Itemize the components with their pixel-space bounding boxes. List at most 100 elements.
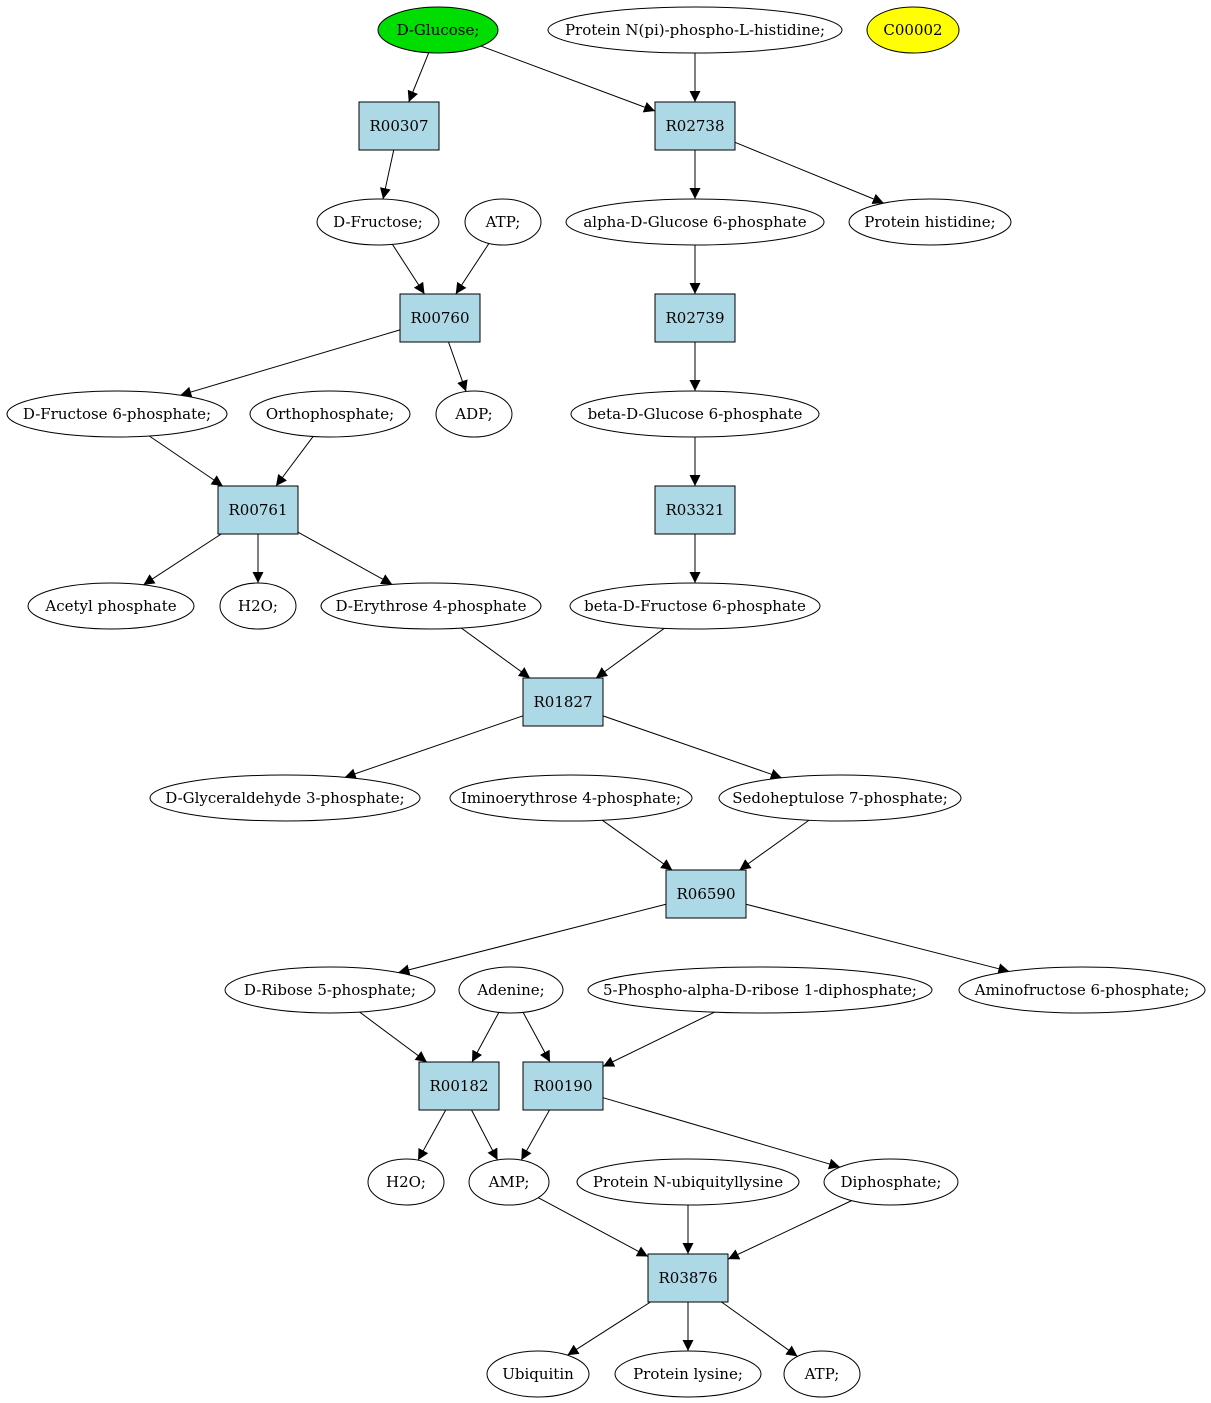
- compound-ellipse: [718, 774, 962, 822]
- reaction-node-r00760[interactable]: R00760: [399, 293, 481, 343]
- compound-label: AMP;: [488, 1173, 530, 1191]
- compound-node-h2o2[interactable]: H2O;: [367, 1158, 445, 1206]
- edge-c-dip-to-r-03876: [727, 1200, 852, 1260]
- reaction-box: [522, 677, 604, 727]
- reaction-box: [358, 101, 440, 151]
- compound-label: D-Fructose 6-phosphate;: [23, 405, 211, 423]
- compound-node-f6p[interactable]: D-Fructose 6-phosphate;: [6, 390, 228, 438]
- edge-r-00760-to-c-f6p: [180, 329, 401, 398]
- compound-ellipse: [367, 1158, 445, 1206]
- compound-node-adp[interactable]: ADP;: [435, 390, 513, 438]
- compound-node-plys[interactable]: Protein lysine;: [614, 1350, 762, 1398]
- compound-label: ADP;: [454, 405, 492, 423]
- compound-node-g3p[interactable]: D-Glyceraldehyde 3-phosphate;: [149, 774, 421, 822]
- compound-ellipse: [958, 966, 1206, 1014]
- compound-ellipse: [565, 198, 825, 246]
- compound-node-atp1[interactable]: ATP;: [464, 198, 542, 246]
- edge-c-e4p-to-r-01827: [461, 627, 531, 679]
- reaction-box: [647, 1253, 729, 1303]
- compound-label: Ubiquitin: [502, 1365, 574, 1383]
- compound-node-dip[interactable]: Diphosphate;: [823, 1158, 959, 1206]
- reaction-node-r02738[interactable]: R02738: [654, 101, 736, 151]
- compound-ellipse: [614, 1350, 762, 1398]
- compound-label: beta-D-Glucose 6-phosphate: [588, 405, 803, 423]
- compound-node-s7p[interactable]: Sedoheptulose 7-phosphate;: [718, 774, 962, 822]
- edge-c-adenine-to-r-00182: [471, 1012, 500, 1063]
- compound-ellipse: [449, 774, 693, 822]
- compound-node-pub[interactable]: Protein N-ubiquityllysine: [576, 1158, 800, 1206]
- compound-node-r5p[interactable]: D-Ribose 5-phosphate;: [224, 966, 436, 1014]
- compound-label: D-Erythrose 4-phosphate: [336, 597, 527, 615]
- compound-ellipse: [219, 582, 297, 630]
- compound-label: H2O;: [238, 597, 278, 615]
- compound-node-ortho[interactable]: Orthophosphate;: [249, 390, 411, 438]
- compound-label: beta-D-Fructose 6-phosphate: [584, 597, 806, 615]
- compound-label: D-Ribose 5-phosphate;: [244, 981, 416, 999]
- compound-node-glucose[interactable]: D-Glucose;: [377, 6, 499, 54]
- reaction-node-r03876[interactable]: R03876: [647, 1253, 729, 1303]
- edge-c-r5p-to-r-00182: [359, 1011, 428, 1063]
- reaction-box: [399, 293, 481, 343]
- compound-node-amp[interactable]: AMP;: [468, 1158, 550, 1206]
- reaction-label: R02738: [665, 117, 724, 135]
- compound-node-phist[interactable]: Protein histidine;: [848, 198, 1012, 246]
- reaction-node-r00190[interactable]: R00190: [522, 1061, 604, 1111]
- reaction-node-r00182[interactable]: R00182: [418, 1061, 500, 1111]
- compound-label: Iminoerythrose 4-phosphate;: [461, 789, 681, 807]
- compound-node-atp2[interactable]: ATP;: [783, 1350, 861, 1398]
- compound-node-ag6p[interactable]: alpha-D-Glucose 6-phosphate: [565, 198, 825, 246]
- edge-r-01827-to-c-g3p: [344, 715, 524, 779]
- compound-label: C00002: [883, 21, 942, 39]
- compound-label: ATP;: [485, 213, 521, 231]
- edge-c-bf6p-to-r-01827: [595, 627, 665, 679]
- reaction-box: [654, 293, 736, 343]
- compound-ellipse: [320, 582, 542, 630]
- reaction-node-r03321[interactable]: R03321: [654, 485, 736, 535]
- compound-node-bg6p[interactable]: beta-D-Glucose 6-phosphate: [570, 390, 820, 438]
- reaction-node-r02739[interactable]: R02739: [654, 293, 736, 343]
- reaction-label: R01827: [533, 693, 592, 711]
- compound-ellipse: [316, 198, 440, 246]
- compound-node-prpp[interactable]: 5-Phospho-alpha-D-ribose 1-diphosphate;: [587, 966, 933, 1014]
- reaction-label: R02739: [665, 309, 724, 327]
- compound-node-fructose[interactable]: D-Fructose;: [316, 198, 440, 246]
- compound-node-imino[interactable]: Iminoerythrose 4-phosphate;: [449, 774, 693, 822]
- reaction-box: [522, 1061, 604, 1111]
- compound-node-phis[interactable]: Protein N(pi)-phospho-L-histidine;: [547, 6, 843, 54]
- reaction-node-r00761[interactable]: R00761: [217, 485, 299, 535]
- reaction-label: R00182: [429, 1077, 488, 1095]
- compound-label: Sedoheptulose 7-phosphate;: [732, 789, 948, 807]
- compound-node-c00002[interactable]: C00002: [866, 6, 960, 54]
- compound-label: alpha-D-Glucose 6-phosphate: [583, 213, 806, 231]
- reaction-node-r01827[interactable]: R01827: [522, 677, 604, 727]
- compound-node-bf6p[interactable]: beta-D-Fructose 6-phosphate: [569, 582, 821, 630]
- reaction-label: R06590: [676, 885, 735, 903]
- reaction-node-r00307[interactable]: R00307: [358, 101, 440, 151]
- compound-ellipse: [468, 1158, 550, 1206]
- edge-r-00307-to-c-fructose: [379, 149, 395, 200]
- compound-node-amf6p[interactable]: Aminofructose 6-phosphate;: [958, 966, 1206, 1014]
- edge-r-06590-to-c-r5p: [398, 903, 667, 976]
- compound-ellipse: [547, 6, 843, 54]
- compound-node-ubiq[interactable]: Ubiquitin: [486, 1350, 590, 1398]
- compound-ellipse: [27, 582, 195, 630]
- compound-node-acetylp[interactable]: Acetyl phosphate: [27, 582, 195, 630]
- compound-ellipse: [823, 1158, 959, 1206]
- edges-layer: [143, 45, 1010, 1357]
- edge-r-00760-to-c-adp: [448, 341, 468, 392]
- compound-node-h2o1[interactable]: H2O;: [219, 582, 297, 630]
- compound-label: ATP;: [804, 1365, 840, 1383]
- edge-r-00761-to-c-e4p: [297, 531, 393, 585]
- compound-label: 5-Phospho-alpha-D-ribose 1-diphosphate;: [603, 981, 917, 999]
- reaction-node-r06590[interactable]: R06590: [665, 869, 747, 919]
- compound-label: D-Fructose;: [333, 213, 423, 231]
- compound-label: D-Glyceraldehyde 3-phosphate;: [165, 789, 404, 807]
- compound-node-adenine[interactable]: Adenine;: [458, 966, 564, 1014]
- edge-c-f6p-to-r-00761: [149, 435, 224, 487]
- compound-ellipse: [587, 966, 933, 1014]
- edge-r-06590-to-c-amf6p: [745, 903, 1010, 975]
- edge-c-s7p-to-r-06590: [739, 819, 810, 871]
- compound-node-e4p[interactable]: D-Erythrose 4-phosphate: [320, 582, 542, 630]
- compound-ellipse: [435, 390, 513, 438]
- reaction-label: R00761: [228, 501, 287, 519]
